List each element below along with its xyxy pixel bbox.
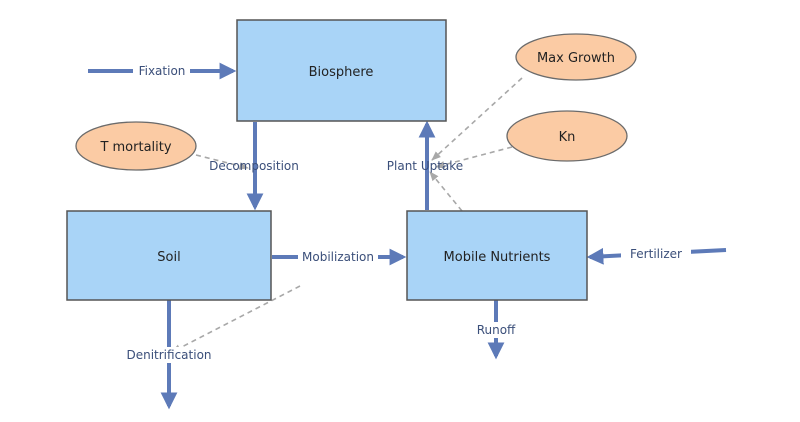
link-max-growth-to-plant-uptake xyxy=(431,77,523,161)
mobilization-label-group: Mobilization xyxy=(298,249,378,265)
dependency-links xyxy=(171,77,523,353)
link-kn-to-plant-uptake xyxy=(435,146,513,169)
plant-uptake-label[interactable]: Plant Uptake xyxy=(387,159,463,173)
fixation-label-group: Fixation xyxy=(133,63,190,79)
stock-mobile-nutrients-label: Mobile Nutrients xyxy=(444,250,551,265)
variable-kn-label: Kn xyxy=(559,130,576,145)
variable-max-growth-label: Max Growth xyxy=(537,51,615,66)
variable-t-mortality[interactable]: T mortality xyxy=(75,121,197,171)
runoff-label[interactable]: Runoff xyxy=(477,323,516,337)
variable-t-mortality-label: T mortality xyxy=(99,140,171,155)
variable-kn[interactable]: Kn xyxy=(506,110,628,162)
link-soil-to-denitrification xyxy=(171,285,301,353)
decomposition-label-group: Decomposition xyxy=(209,159,299,173)
fixation-label[interactable]: Fixation xyxy=(139,64,186,78)
fertilizer-label-group: Fertilizer xyxy=(621,246,691,262)
denitrification-label[interactable]: Denitrification xyxy=(126,348,211,362)
decomposition-label[interactable]: Decomposition xyxy=(209,159,299,173)
runoff-label-group: Runoff xyxy=(472,322,520,338)
flow-labels: Fixation Decomposition Plant Uptake Mobi… xyxy=(119,63,691,363)
stock-mobile-nutrients[interactable]: Mobile Nutrients xyxy=(406,210,588,301)
variable-max-growth[interactable]: Max Growth xyxy=(515,33,637,81)
stock-biosphere[interactable]: Biosphere xyxy=(236,19,447,122)
link-mobile-nutrients-to-plant-uptake xyxy=(429,171,463,212)
plant-uptake-label-group: Plant Uptake xyxy=(387,159,463,173)
denitrification-label-group: Denitrification xyxy=(119,347,219,363)
fertilizer-label[interactable]: Fertilizer xyxy=(630,247,682,261)
stock-soil-label: Soil xyxy=(157,250,180,265)
stock-biosphere-label: Biosphere xyxy=(309,65,374,80)
stock-soil[interactable]: Soil xyxy=(66,210,272,301)
mobilization-label[interactable]: Mobilization xyxy=(302,250,374,264)
